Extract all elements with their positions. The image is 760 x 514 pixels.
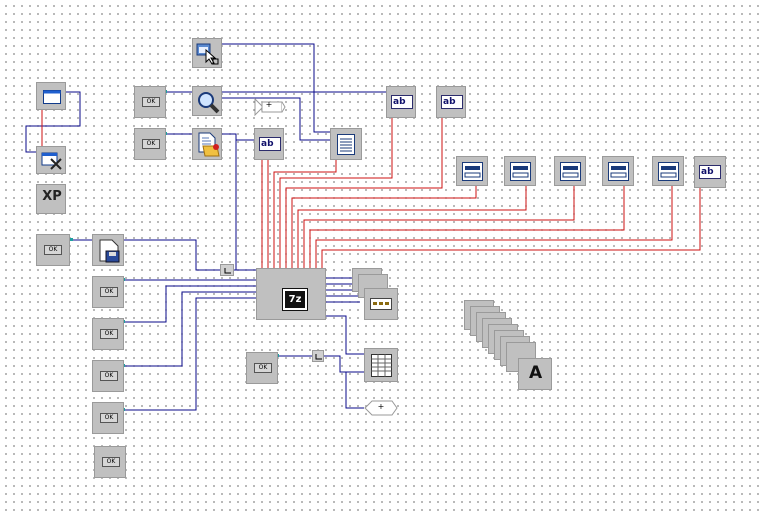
text-field-icon: ab [259, 137, 281, 151]
ok-button-label: OK [102, 457, 120, 467]
listbox-component[interactable] [504, 156, 536, 186]
listbox-component[interactable] [554, 156, 586, 186]
table-icon [371, 354, 392, 377]
plus-label: + [265, 100, 273, 109]
ok-button-label: OK [100, 371, 118, 381]
ok-button-component[interactable]: OK [92, 402, 124, 434]
xp-theme-component[interactable]: XP [36, 184, 66, 214]
cursor-select-component[interactable] [192, 38, 222, 68]
font-icon: A [529, 363, 543, 383]
search-component[interactable] [192, 86, 222, 116]
table-component[interactable] [364, 348, 398, 382]
ok-button-label: OK [100, 413, 118, 423]
list-component[interactable] [330, 128, 362, 160]
plus-connector-icon[interactable] [364, 400, 398, 416]
text-field-icon: ab [699, 165, 721, 179]
save-file-component[interactable] [92, 234, 124, 266]
ok-button-component[interactable]: OK [36, 234, 70, 266]
window-component[interactable] [36, 82, 66, 110]
stacked-window-component[interactable] [364, 288, 398, 320]
junction-block[interactable] [220, 264, 234, 276]
listbox-component[interactable] [456, 156, 488, 186]
ok-button-label: OK [100, 329, 118, 339]
text-field-component[interactable]: ab [386, 86, 416, 118]
ok-button-component[interactable]: OK [94, 446, 126, 478]
cursor-select-icon [196, 43, 219, 65]
listbox-component[interactable] [602, 156, 634, 186]
status-bar-icon [370, 298, 392, 310]
listbox-icon [658, 162, 679, 181]
ok-button-label: OK [44, 245, 62, 255]
open-file-component[interactable] [192, 128, 222, 160]
text-field-component[interactable]: ab [436, 86, 466, 118]
listbox-component[interactable] [652, 156, 684, 186]
open-file-icon [198, 132, 220, 157]
text-field-icon: ab [441, 95, 463, 109]
listbox-icon [462, 162, 483, 181]
text-field-icon: ab [391, 95, 413, 109]
ok-button-component[interactable]: OK [92, 318, 124, 350]
text-field-component[interactable]: ab [694, 156, 726, 188]
junction-icon [315, 354, 322, 360]
ok-button-component[interactable]: OK [134, 86, 166, 118]
ok-button-component[interactable]: OK [92, 360, 124, 392]
ok-button-label: OK [100, 287, 118, 297]
listbox-icon [608, 162, 629, 181]
ok-button-component[interactable]: OK [92, 276, 124, 308]
font-component[interactable]: A [518, 358, 552, 390]
archive-7z-component[interactable]: 7z [256, 268, 326, 320]
search-icon [198, 92, 220, 114]
text-field-component[interactable]: ab [254, 128, 284, 160]
form-tools-icon [41, 152, 62, 170]
plus-connector-icon[interactable] [254, 98, 286, 116]
ok-button-label: OK [254, 363, 272, 373]
ok-button-label: OK [142, 97, 160, 107]
plus-label: + [377, 402, 385, 411]
junction-icon [224, 268, 231, 274]
ok-button-label: OK [142, 139, 160, 149]
listbox-icon [510, 162, 531, 181]
ok-button-component[interactable]: OK [134, 128, 166, 160]
save-disk-icon [99, 239, 120, 263]
xp-label: XP [42, 189, 62, 204]
archive-7z-icon: 7z [282, 288, 308, 311]
ok-button-component[interactable]: OK [246, 352, 278, 384]
list-icon [337, 134, 355, 155]
listbox-icon [560, 162, 581, 181]
form-tools-component[interactable] [36, 146, 66, 174]
junction-block[interactable] [312, 350, 324, 362]
window-icon [43, 90, 61, 104]
